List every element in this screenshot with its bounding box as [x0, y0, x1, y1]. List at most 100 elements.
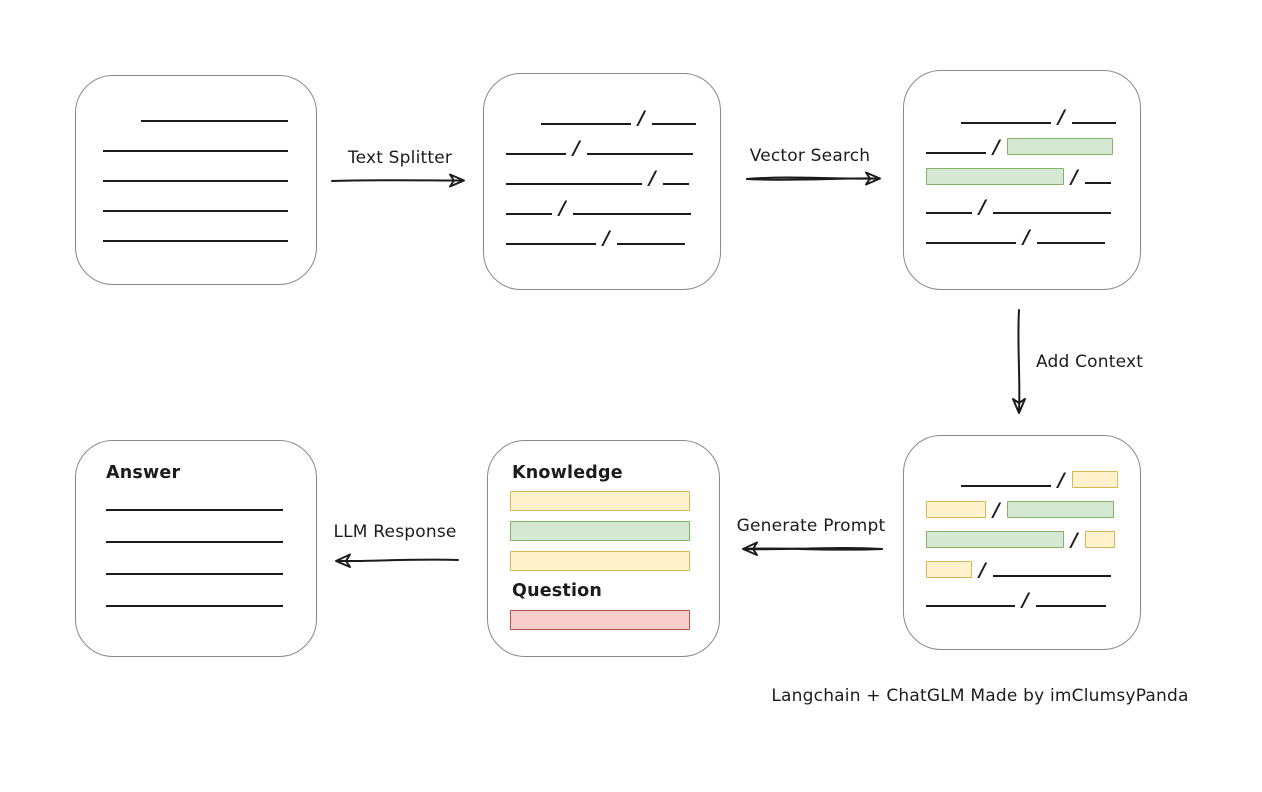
- chunk-row: /: [506, 126, 698, 159]
- chunk-row: /: [926, 95, 1118, 128]
- text-line: [1071, 122, 1116, 124]
- search-result-rows: / / / / /: [904, 71, 1140, 289]
- text-line: [106, 573, 283, 575]
- text-splitter-arrow: [331, 173, 465, 188]
- yellow-highlight-chip: [1071, 471, 1118, 488]
- text-line: [506, 153, 566, 155]
- text-line: [106, 605, 283, 607]
- text-line: [572, 213, 691, 215]
- text-line: [506, 243, 596, 245]
- chunk-row: /: [926, 458, 1118, 491]
- chunk-row: /: [926, 578, 1118, 611]
- chunk-row: /: [926, 548, 1118, 581]
- red-bar: [510, 610, 690, 630]
- text-line: [106, 509, 283, 511]
- text-line: [1035, 605, 1106, 607]
- green-highlight-chip: [1006, 138, 1113, 155]
- text-line: [103, 150, 288, 152]
- text-line: [926, 152, 986, 154]
- chunk-row: /: [506, 216, 698, 249]
- text-line: [586, 153, 693, 155]
- text-line: [960, 485, 1051, 487]
- chunk-row: /: [926, 215, 1118, 248]
- answer-lines: [106, 509, 286, 607]
- slash-separator: /: [559, 197, 566, 219]
- text-line: [992, 575, 1111, 577]
- chunk-rows: / / / / /: [484, 74, 720, 289]
- slash-separator: /: [1022, 589, 1029, 611]
- green-highlight-chip: [926, 168, 1064, 185]
- text-line: [103, 240, 288, 242]
- text-line: [961, 122, 1051, 124]
- answer-box: Answer: [75, 440, 317, 657]
- text-line: [926, 242, 1016, 244]
- text-line: [103, 180, 288, 182]
- chunk-row: /: [506, 96, 698, 129]
- chunk-row: /: [926, 185, 1118, 218]
- chunk-row: /: [506, 186, 698, 219]
- generate-prompt-label: Generate Prompt: [736, 516, 886, 536]
- slash-separator: /: [649, 167, 656, 189]
- yellow-highlight-chip: [926, 561, 972, 578]
- text-line: [926, 212, 972, 214]
- generate-prompt-arrow: [742, 541, 883, 556]
- text-splitter-label: Text Splitter: [347, 148, 453, 168]
- llm-response-label: LLM Response: [333, 522, 457, 542]
- slash-separator: /: [979, 196, 986, 218]
- llm-response-arrow: [335, 553, 459, 568]
- text-line: [926, 605, 1015, 607]
- slash-separator: /: [1057, 469, 1065, 491]
- yellow-bar: [510, 491, 690, 511]
- text-line: [651, 123, 696, 125]
- prompt-box: Knowledge Question: [487, 440, 720, 657]
- text-line: [541, 123, 631, 125]
- slash-separator: /: [603, 227, 610, 249]
- question-label: Question: [512, 581, 603, 601]
- yellow-bar: [510, 551, 690, 571]
- green-bar: [510, 521, 690, 541]
- slash-separator: /: [1058, 106, 1065, 128]
- add-context-label: Add Context: [1036, 352, 1144, 372]
- vector-search-arrow: [746, 171, 881, 186]
- chunk-row: /: [506, 156, 698, 189]
- vector-search-label: Vector Search: [749, 146, 871, 166]
- text-chunks-box: / / / / /: [483, 73, 721, 290]
- text-line: [106, 541, 283, 543]
- slash-separator: /: [1071, 166, 1078, 188]
- text-line: [103, 210, 288, 212]
- answer-label: Answer: [106, 463, 181, 483]
- context-rows: / / / / /: [904, 436, 1140, 649]
- text-line: [992, 212, 1111, 214]
- chunk-row: /: [926, 518, 1118, 551]
- chunk-row: /: [926, 155, 1118, 188]
- text-line: [506, 213, 552, 215]
- text-line: [141, 120, 288, 122]
- context-box: / / / / /: [903, 435, 1141, 650]
- yellow-highlight-chip: [1084, 531, 1115, 548]
- slash-separator: /: [573, 137, 580, 159]
- yellow-highlight-chip: [926, 501, 986, 518]
- text-line: [506, 183, 642, 185]
- text-line: [616, 243, 685, 245]
- slash-separator: /: [993, 499, 1000, 521]
- slash-separator: /: [1071, 529, 1078, 551]
- text-line: [1084, 182, 1111, 184]
- text-line: [662, 183, 689, 185]
- text-line: [1036, 242, 1105, 244]
- slash-separator: /: [979, 559, 986, 581]
- document-lines: [76, 76, 316, 242]
- diagram-caption: Langchain + ChatGLM Made by imClumsyPand…: [771, 686, 1189, 706]
- knowledge-bars: [510, 491, 697, 571]
- chunk-row: /: [926, 488, 1118, 521]
- add-context-arrow: [1012, 309, 1026, 414]
- green-highlight-chip: [1006, 501, 1114, 518]
- slash-separator: /: [1023, 226, 1030, 248]
- question-bars: [510, 610, 697, 630]
- knowledge-label: Knowledge: [512, 463, 623, 483]
- source-document-box: [75, 75, 317, 285]
- slash-separator: /: [993, 136, 1000, 158]
- vector-search-results-box: / / / / /: [903, 70, 1141, 290]
- slash-separator: /: [638, 107, 645, 129]
- green-highlight-chip: [926, 531, 1064, 548]
